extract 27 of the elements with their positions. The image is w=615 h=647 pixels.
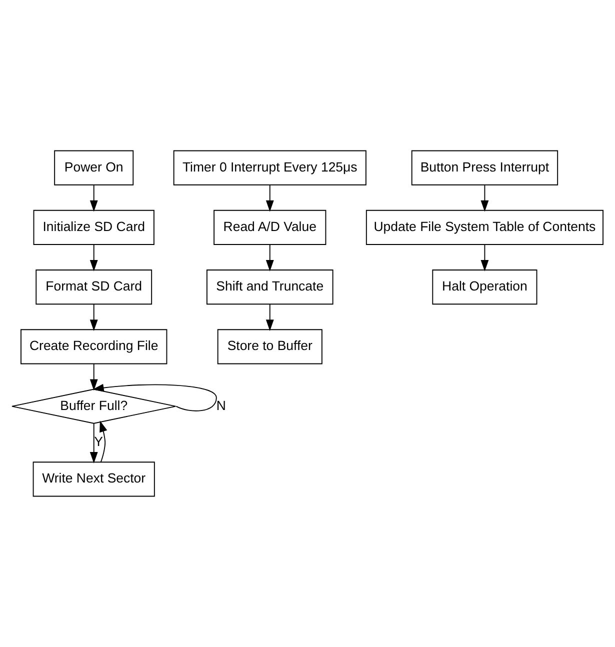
arrow xyxy=(90,244,98,272)
arrow xyxy=(266,184,274,212)
arrow xyxy=(90,184,98,212)
arrow xyxy=(266,244,274,272)
edge-label: Y xyxy=(94,434,103,450)
node-box: Store to Buffer xyxy=(217,329,322,364)
arrow xyxy=(90,422,98,464)
node-box: Update File System Table of Contents xyxy=(366,210,604,245)
arrow xyxy=(90,364,98,391)
node-box: Create Recording File xyxy=(20,329,168,364)
node-box: Button Press Interrupt xyxy=(411,150,558,186)
arrow xyxy=(480,184,489,212)
arrow xyxy=(266,304,274,331)
node-box: Timer 0 Interrupt Every 125μs xyxy=(173,150,366,186)
node-box: Halt Operation xyxy=(432,270,538,305)
node-diamond: Buffer Full? xyxy=(12,388,176,424)
node-box: Read A/D Value xyxy=(214,210,326,245)
arrow xyxy=(100,420,108,462)
node-box: Write Next Sector xyxy=(32,462,155,497)
arrow xyxy=(90,304,98,331)
node-box: Initialize SD Card xyxy=(33,210,154,245)
arrow xyxy=(92,384,217,412)
node-box: Format SD Card xyxy=(36,270,152,305)
node-box: Power On xyxy=(54,150,134,186)
arrow xyxy=(480,244,489,272)
node-box: Shift and Truncate xyxy=(206,270,334,305)
edge-label: N xyxy=(216,398,226,413)
